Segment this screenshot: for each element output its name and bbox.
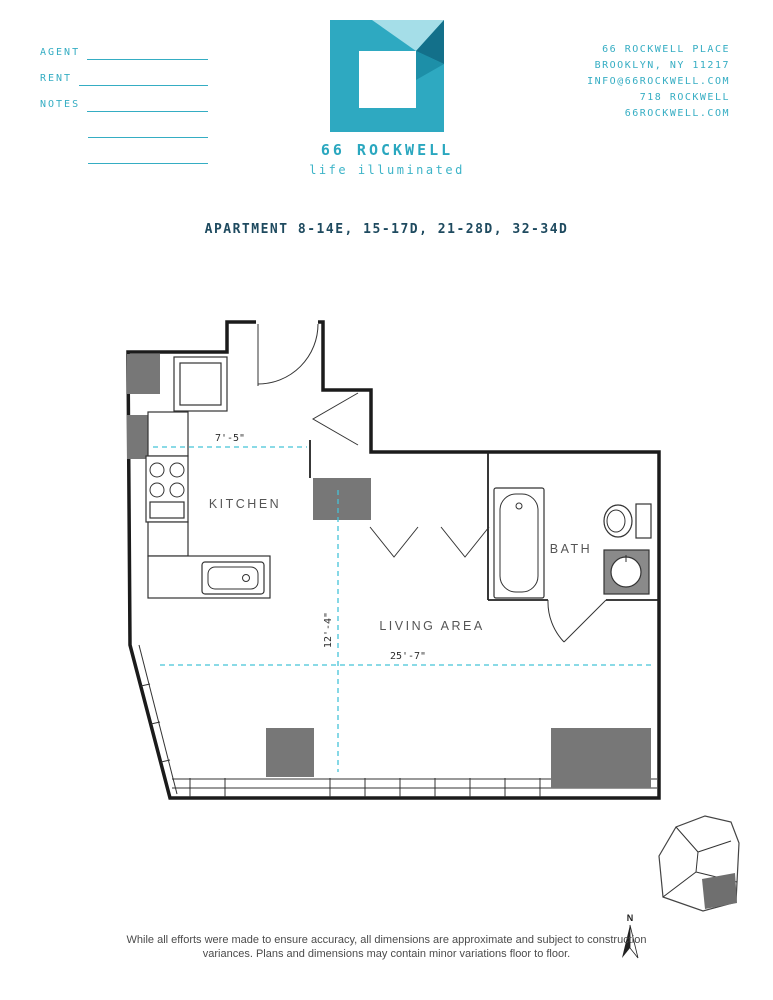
- notes-fill-line: [87, 97, 208, 112]
- contact-email-line: INFO@66ROCKWELL.COM: [587, 76, 730, 87]
- agent-form: AGENT RENT NOTES: [40, 34, 208, 164]
- rent-row: RENT: [40, 60, 208, 86]
- notes-fill-line-3: [88, 149, 208, 164]
- kitchen-sink: [201, 561, 265, 595]
- rent-label: RENT: [40, 73, 73, 84]
- notes-extra-row-2: [40, 138, 208, 164]
- agent-row: AGENT: [40, 34, 208, 60]
- toilet-tank: [635, 503, 652, 539]
- kitchen-label: KITCHEN: [209, 497, 281, 511]
- rockwell-logo-icon: [330, 20, 444, 132]
- building-key-map: [658, 815, 740, 912]
- notes-row: NOTES: [40, 86, 208, 112]
- contact-city-line: BROOKLYN, NY 11217: [594, 60, 730, 71]
- dimension-living-width: 25'-7": [390, 651, 426, 662]
- bath-label: BATH: [550, 542, 592, 556]
- exterior-walls: [126, 320, 661, 800]
- apartment-title: APARTMENT 8-14E, 15-17D, 21-28D, 32-34D: [204, 222, 569, 237]
- dimension-kitchen-width: 7'-5": [215, 433, 245, 444]
- room-labels: KITCHEN BATH LIVING AREA: [209, 497, 592, 633]
- notes-extra-row-1: [40, 112, 208, 138]
- toilet: [603, 504, 633, 538]
- entry-door: [256, 317, 319, 386]
- unit-location-highlight: [702, 873, 737, 909]
- kitchen-fixtures: [145, 356, 271, 599]
- bathtub: [493, 487, 545, 599]
- contact-address-line: 66 ROCKWELL PLACE: [602, 44, 730, 55]
- logo-tagline: life illuminated: [309, 163, 465, 177]
- north-arrow-icon: N: [622, 913, 639, 959]
- dimension-living-height: 12'-4": [323, 612, 334, 648]
- bath-fixtures: [493, 487, 652, 599]
- north-label: N: [627, 913, 634, 923]
- contact-phone-line: 718 ROCKWELL: [639, 92, 730, 103]
- disclaimer-text: While all efforts were made to ensure ac…: [126, 934, 647, 960]
- agent-fill-line: [87, 45, 208, 60]
- structural-columns: [127, 354, 651, 788]
- living-area-label: LIVING AREA: [379, 619, 484, 633]
- rent-fill-line: [79, 71, 208, 86]
- contact-block: 66 ROCKWELL PLACE BROOKLYN, NY 11217 INF…: [587, 42, 730, 122]
- contact-web-line: 66ROCKWELL.COM: [624, 108, 730, 119]
- dimension-lines: 7'-5" 12'-4" 25'-7": [153, 433, 655, 772]
- logo-name: 66 ROCKWELL: [320, 141, 454, 159]
- notes-label: NOTES: [40, 99, 81, 110]
- interior-partitions: [309, 392, 659, 643]
- logo-block: 66 ROCKWELL life illuminated: [289, 20, 485, 177]
- notes-fill-line-2: [88, 123, 208, 138]
- agent-label: AGENT: [40, 47, 81, 58]
